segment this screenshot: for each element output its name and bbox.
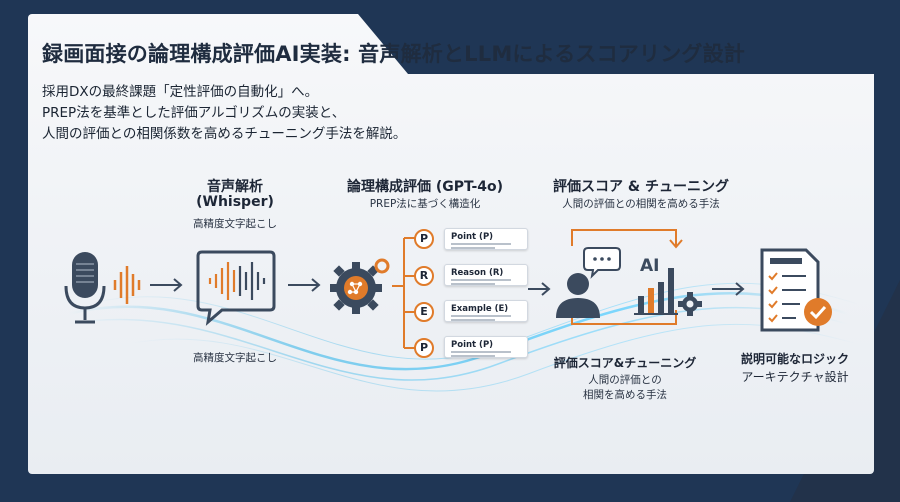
prep-card-label: Reason (R) <box>451 268 504 278</box>
intro-line-1: 採用DXの最終課題「定性評価の自動化」へ。 <box>42 84 319 100</box>
page-title: 録画面接の論理構成評価AI実装: 音声解析とLLMによるスコアリング設計 <box>42 42 746 66</box>
intro-line-3: 人間の評価との相関係数を高めるチューニング手法を解説。 <box>42 126 407 142</box>
ai-gear-icon <box>330 258 390 314</box>
sound-wave-icon <box>113 266 141 304</box>
microphone-icon <box>64 252 106 324</box>
intro-line-2: PREP法を基準とした評価アルゴリズムの実装と、 <box>42 105 346 121</box>
logic-subtitle: PREP法に基づく構造化 <box>369 198 481 210</box>
speech-subtitle: 高精度文字起こし <box>193 218 277 230</box>
prep-card-reason: Reason (R) <box>444 264 528 286</box>
title-bar-shape <box>358 14 900 74</box>
arrow-right-icon <box>150 278 183 292</box>
logic-title: 論理構成評価 (GPT-4o) <box>346 179 504 195</box>
score-subtitle: 人間の評価との相関を高める手法 <box>562 198 720 210</box>
prep-letter-p2: P <box>414 338 434 358</box>
title-bar <box>28 14 900 74</box>
person-thinking-icon <box>556 247 621 318</box>
speech-title-line2: (Whisper) <box>196 194 274 210</box>
score-title: 評価スコア & チューニング <box>553 179 729 195</box>
speech-bubble-waveform-icon <box>196 250 276 326</box>
prep-card-label: Point (P) <box>451 232 494 242</box>
prep-letter-p1: P <box>414 229 434 249</box>
prep-card-label: Example (E) <box>451 304 509 314</box>
arrow-right-icon <box>712 282 745 296</box>
output-caption-line1: 説明可能なロジック <box>740 352 849 366</box>
prep-card-example: Example (E) <box>444 300 528 322</box>
score-caption-line2: 相関を高める手法 <box>583 389 667 401</box>
prep-connector <box>392 237 420 349</box>
prep-card-point: Point (P) <box>444 228 528 250</box>
arrow-right-icon <box>288 278 321 292</box>
content-card <box>28 14 874 474</box>
arrow-right-icon <box>528 282 551 296</box>
prep-card-label: Point (P) <box>451 340 494 350</box>
score-caption-line1: 人間の評価との <box>588 374 662 386</box>
speech-title-line1: 音声解析 <box>207 179 263 195</box>
prep-card-point-final: Point (P) <box>444 336 528 358</box>
score-caption-title: 評価スコア&チューニング <box>553 356 697 370</box>
score-chart-icon <box>634 268 702 316</box>
output-caption-line2: アーキテクチャ設計 <box>741 370 849 384</box>
prep-letter-r: R <box>414 266 434 286</box>
ai-label: AI <box>640 256 660 276</box>
prep-letter-e: E <box>414 302 434 322</box>
intro-text: 採用DXの最終課題「定性評価の自動化」へ。 PREP法を基準とした評価アルゴリズ… <box>42 82 562 145</box>
checklist-document-icon <box>760 248 832 332</box>
speech-caption: 高精度文字起こし <box>193 352 277 364</box>
